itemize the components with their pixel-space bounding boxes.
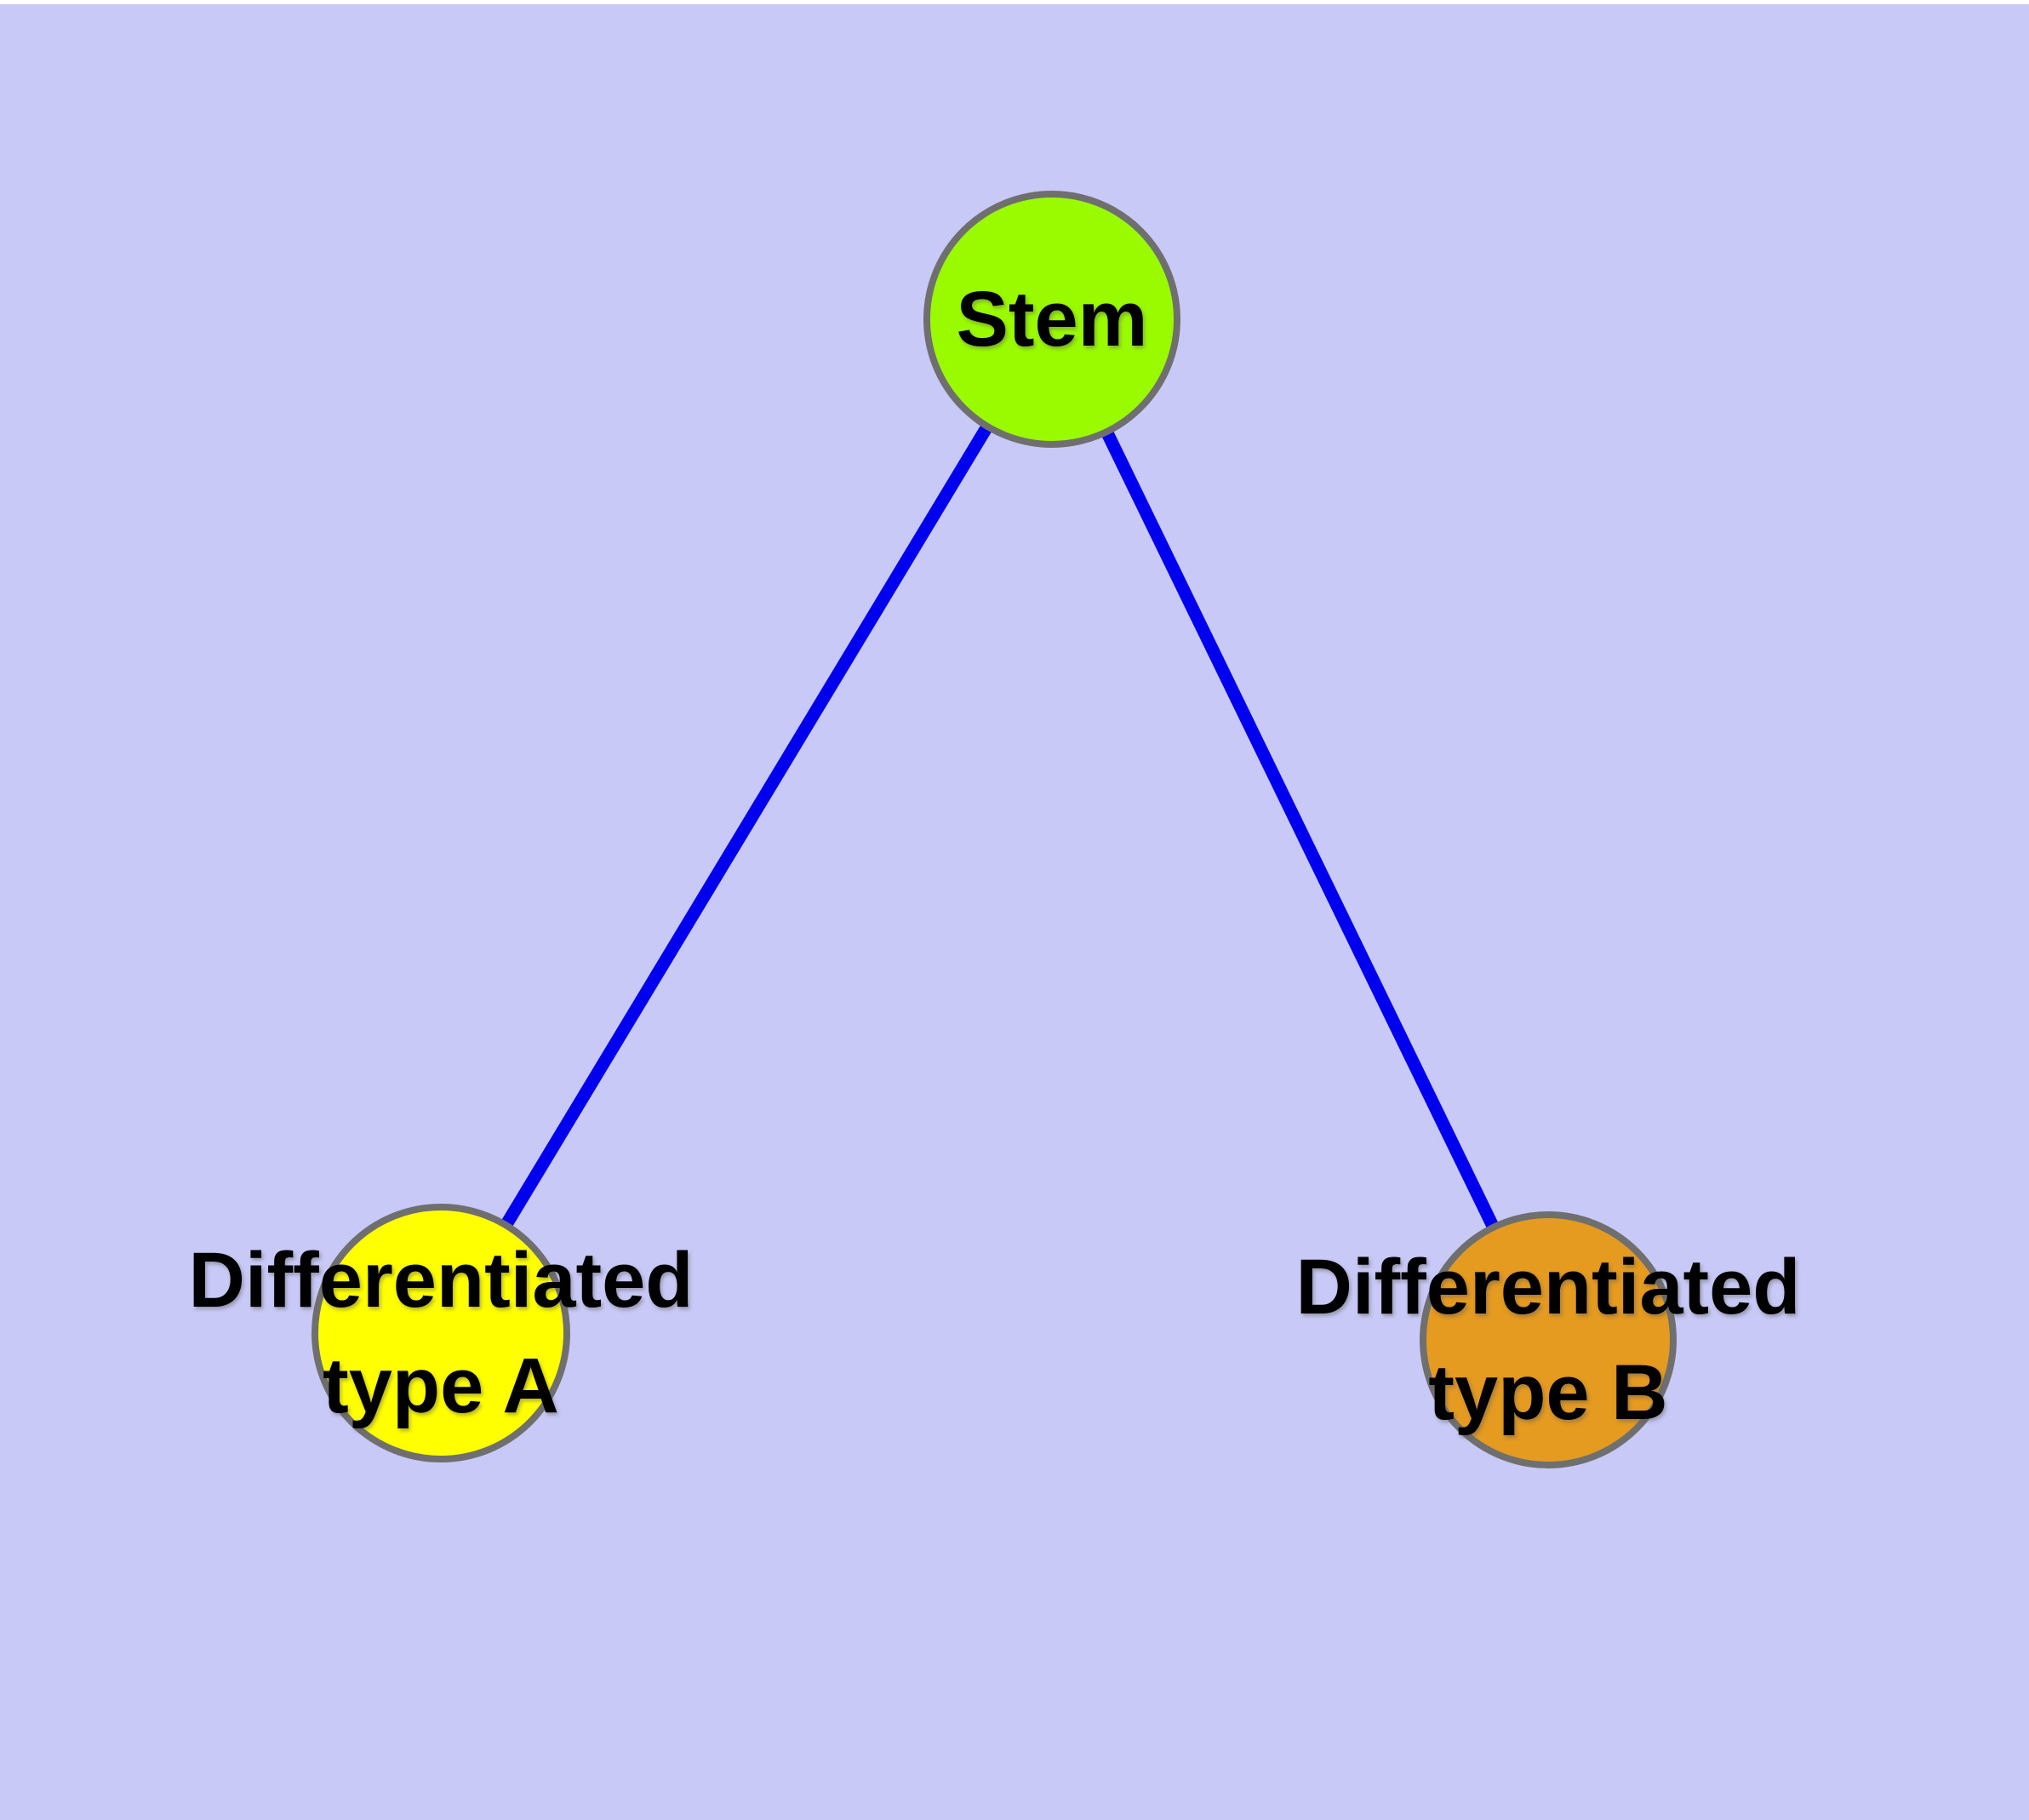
node-stem-label: Stem <box>957 266 1148 372</box>
node-stem <box>923 191 1180 448</box>
label-line: type A <box>323 1342 559 1429</box>
label-line: Differentiated <box>188 1237 694 1324</box>
node-differentiated-type-b <box>1420 1211 1677 1468</box>
label-line: type B <box>1428 1349 1668 1436</box>
edge-stem-to-type-a <box>435 316 1058 1336</box>
label-line: Differentiated <box>1295 1244 1801 1331</box>
node-differentiated-type-a-label: Differentiated type A <box>189 1228 694 1439</box>
node-differentiated-type-b-label: Differentiated type B <box>1296 1234 1801 1445</box>
label-line: Stem <box>956 276 1148 363</box>
node-differentiated-type-a <box>311 1204 570 1462</box>
edge-stem-to-type-b <box>1046 316 1554 1343</box>
